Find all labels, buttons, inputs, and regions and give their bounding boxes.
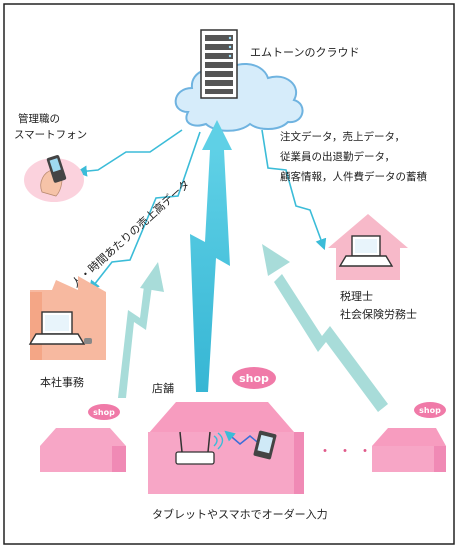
laptop-icon — [338, 235, 394, 267]
store-to-cloud-bolt — [190, 150, 230, 392]
main-store-badge-text: shop — [239, 372, 269, 385]
main-store-badge: shop — [232, 367, 276, 389]
data-label-line1: 注文データ，売上データ， — [280, 130, 405, 143]
left-shop-badge-text: shop — [93, 408, 115, 417]
store-to-cloud-arrowhead — [202, 120, 232, 150]
more-shops-ellipsis: ・・・ — [318, 444, 378, 460]
right-shop-arrowhead — [262, 244, 290, 276]
head-office-label: 本社事務 — [40, 375, 84, 389]
left-shop-house — [40, 428, 126, 472]
tax-label-line1: 税理士 — [340, 289, 373, 303]
right-shop-badge: shop — [414, 402, 446, 418]
tablet-order-label: タブレットやスマホでオーダー入力 — [152, 507, 328, 521]
cloud-to-smartphone-link — [75, 129, 183, 177]
cloud-to-tax-office-link — [261, 129, 327, 251]
left-shop-badge: shop — [88, 404, 120, 420]
tablet-to-router-link — [224, 430, 263, 447]
server-rack-icon — [200, 29, 238, 99]
right-shop-bolt — [274, 274, 388, 412]
left-shop-arrowhead — [140, 262, 164, 292]
manager-label-line2: スマートフォン — [14, 129, 87, 141]
cloud-label: エムトーンのクラウド — [250, 46, 359, 59]
hand-holding-smartphone-icon — [24, 154, 84, 202]
left-shop-bolt — [118, 286, 152, 398]
cloud-to-head-office-link — [88, 131, 201, 292]
laptop-icon — [28, 311, 92, 345]
wifi-router-icon — [175, 431, 224, 465]
tax-label-line2: 社会保険労務士 — [340, 307, 417, 321]
data-label-line2: 従業員の出退勤データ， — [280, 150, 395, 163]
data-label-line3: 顧客情報，人件費データの蓄積 — [280, 170, 427, 183]
manager-label-line1: 管理職の — [18, 112, 60, 125]
right-shop-badge-text: shop — [419, 406, 441, 415]
store-label: 店舗 — [152, 381, 174, 395]
tablet-icon — [253, 430, 277, 460]
right-shop-house — [372, 428, 446, 472]
